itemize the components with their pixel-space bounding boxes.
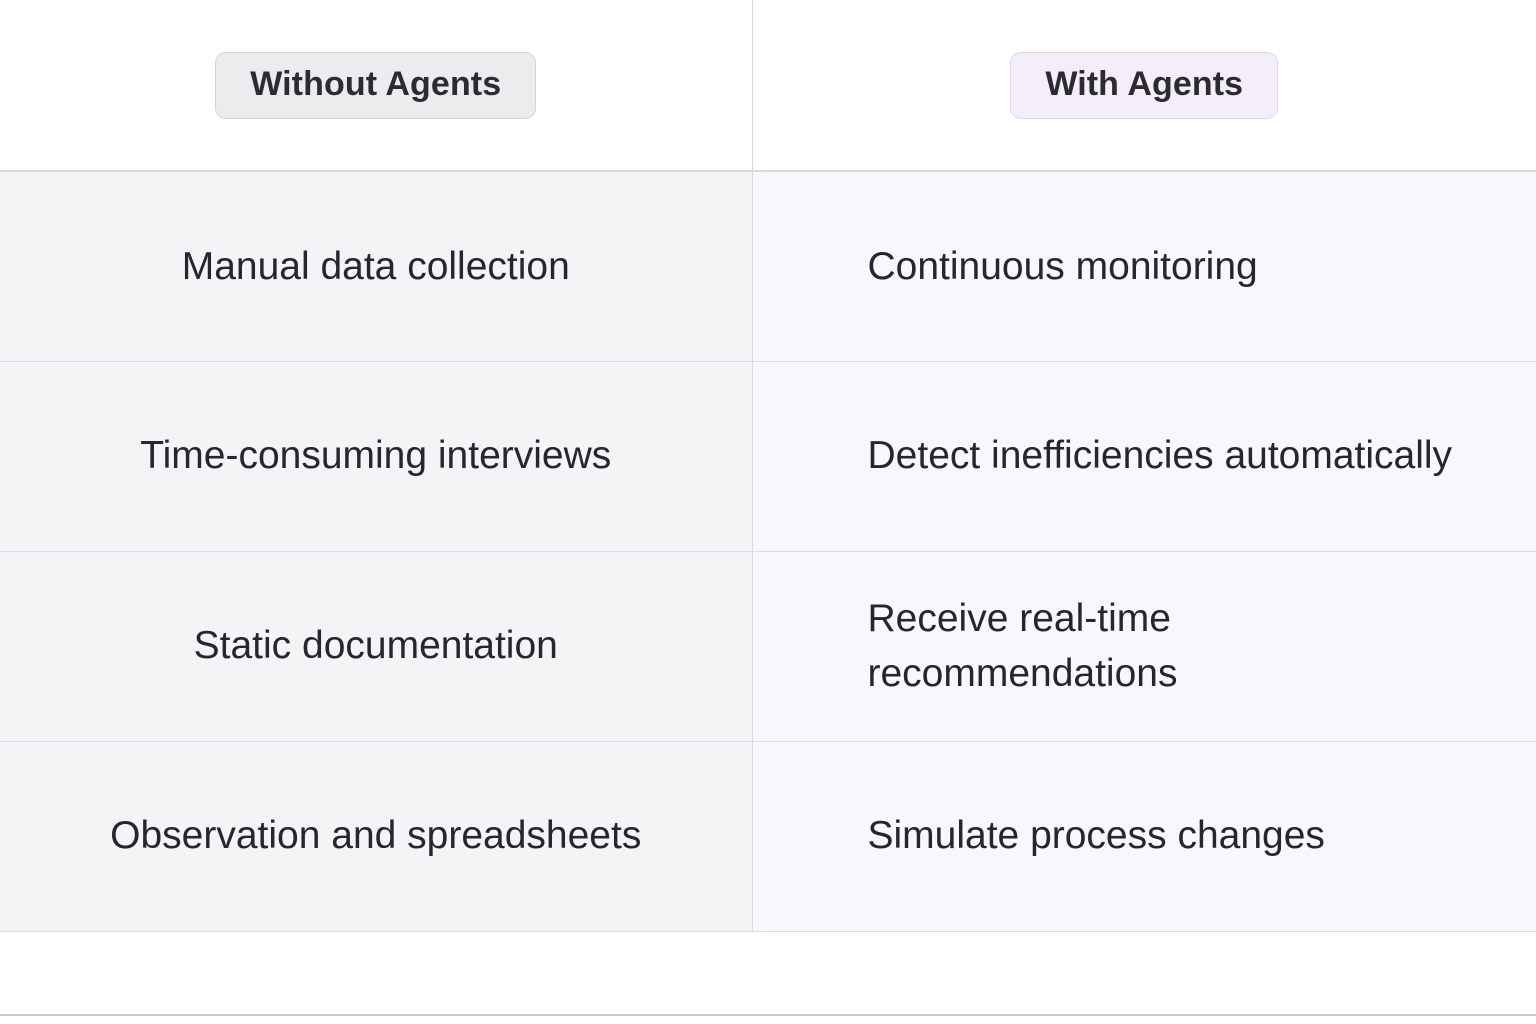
cell-text: Simulate process changes — [867, 814, 1325, 858]
badge-without-agents: Without Agents — [215, 51, 537, 119]
table-row: Observation and spreadsheets Simulate pr… — [0, 741, 1536, 932]
table-body: Manual data collection Continuous monito… — [0, 171, 1536, 1016]
cell-text: Time-consuming interviews — [140, 434, 612, 478]
cell-text: Receive real-time recommendations — [867, 596, 1178, 695]
cell-with-agents: Receive real-time recommendations — [752, 551, 1536, 742]
cell-text: Continuous monitoring — [867, 244, 1258, 288]
cell-empty-without-agents — [0, 931, 752, 1016]
cell-with-agents: Detect inefficiencies automatically — [752, 361, 1536, 552]
badge-with-agents: With Agents — [1010, 51, 1279, 119]
cell-without-agents: Manual data collection — [0, 171, 753, 362]
cell-text: Detect inefficiencies automatically — [867, 434, 1453, 478]
cell-with-agents: Simulate process changes — [752, 741, 1536, 932]
cell-empty-with-agents — [752, 931, 1536, 1016]
column-header-with-agents: With Agents — [752, 0, 1536, 172]
cell-without-agents: Static documentation — [0, 551, 753, 742]
cell-with-agents: Continuous monitoring — [752, 171, 1536, 362]
table-row: Manual data collection Continuous monito… — [0, 171, 1536, 362]
table-row-empty — [0, 931, 1536, 1016]
table-header: Without Agents With Agents — [0, 0, 1536, 172]
header-row: Without Agents With Agents — [0, 0, 1536, 172]
cell-text: Manual data collection — [181, 244, 570, 288]
cell-text: Static documentation — [193, 624, 558, 668]
table-row: Time-consuming interviews Detect ineffic… — [0, 361, 1536, 552]
cell-text: Observation and spreadsheets — [110, 814, 642, 858]
cell-without-agents: Time-consuming interviews — [0, 361, 753, 552]
cell-without-agents: Observation and spreadsheets — [0, 741, 753, 932]
table-row: Static documentation Receive real-time r… — [0, 551, 1536, 742]
column-header-without-agents: Without Agents — [0, 0, 753, 172]
